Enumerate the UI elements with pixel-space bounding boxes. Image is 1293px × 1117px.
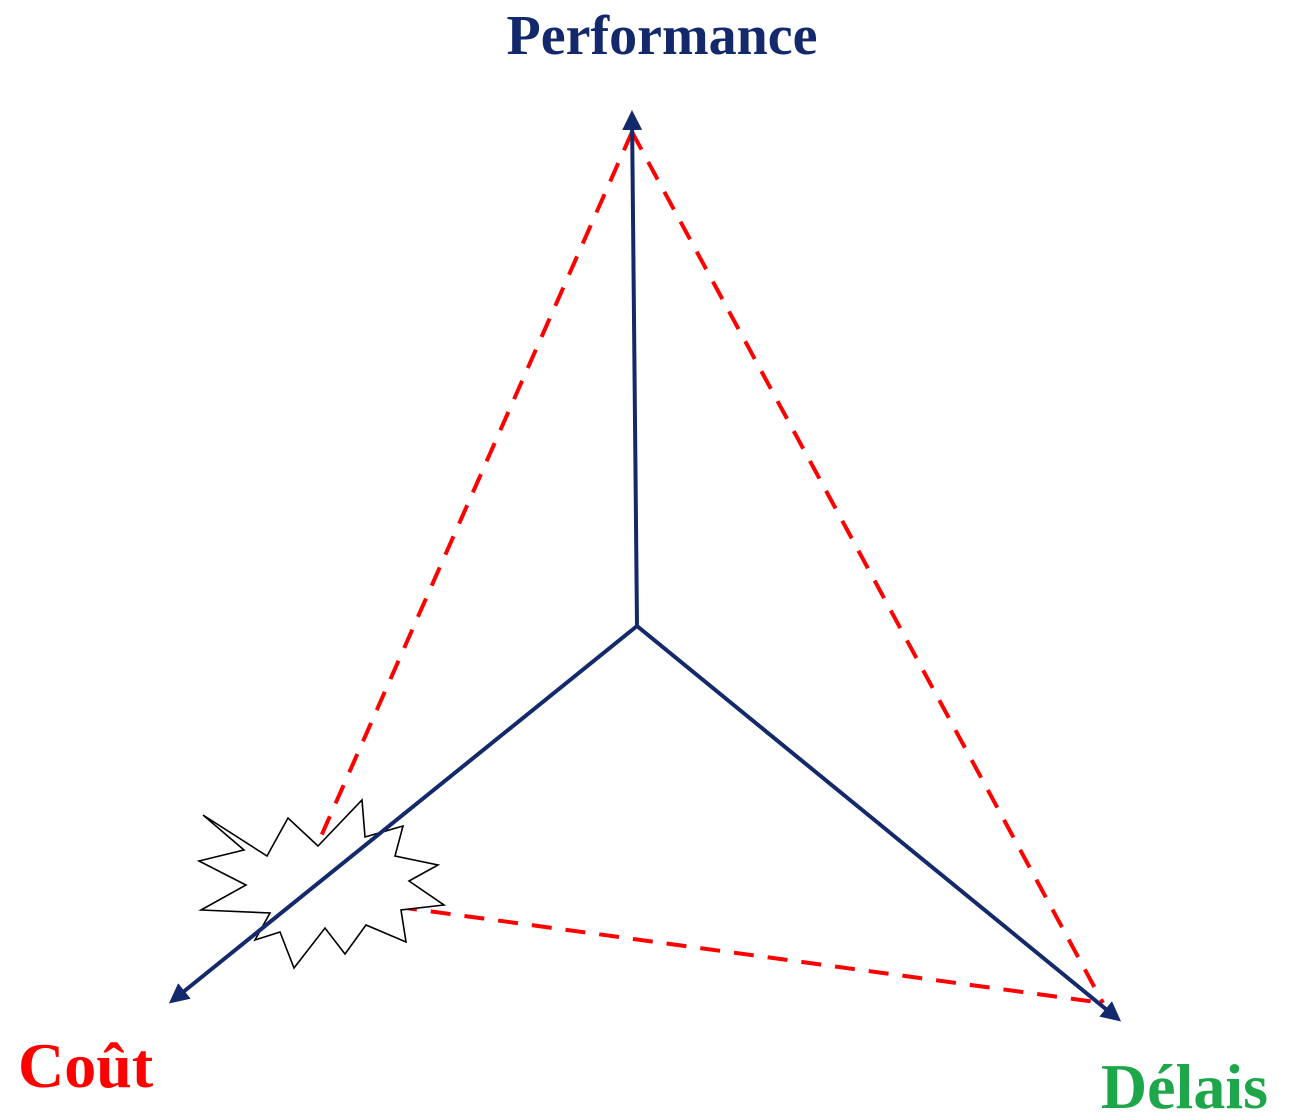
label-cout: Coût [18,1030,154,1101]
dashed-triangle [294,131,1105,1005]
dashed-edge-performance-delais [630,131,1105,1004]
label-performance: Performance [507,5,818,67]
label-delais: Délais [1101,1051,1268,1117]
axis-cout [168,624,639,1004]
dashed-edge-performance-cout [294,131,634,894]
axes [168,110,1122,1022]
axis-delais [635,624,1122,1022]
axis-performance [622,110,643,627]
explosion-burst-icon [196,798,447,970]
